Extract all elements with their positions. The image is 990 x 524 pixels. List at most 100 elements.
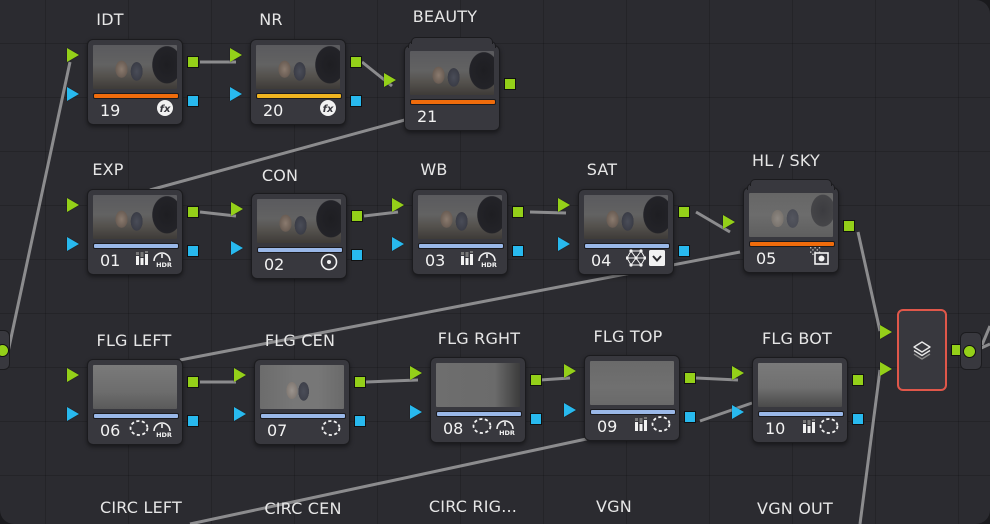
key-output-flgtop[interactable] — [684, 411, 696, 423]
rgb-input-flgbot[interactable] — [732, 366, 744, 380]
rgb-output-exp[interactable] — [187, 206, 199, 218]
rgb-input-con[interactable] — [231, 202, 243, 216]
key-input-con[interactable] — [231, 241, 243, 255]
rgb-input-sat[interactable] — [558, 198, 570, 212]
rgb-input-wb[interactable] — [392, 198, 404, 212]
connection-wire-6[interactable] — [529, 210, 567, 215]
connection-wire-11[interactable] — [539, 376, 571, 382]
node-number: 02 — [264, 255, 285, 274]
key-output-flgcen[interactable] — [354, 415, 366, 427]
key-output-flgbot[interactable] — [852, 413, 864, 425]
key-input-idt[interactable] — [67, 87, 79, 101]
key-output-sat[interactable] — [678, 245, 690, 257]
node-flgtop[interactable]: 09 — [584, 355, 680, 441]
rgb-output-flgtop[interactable] — [684, 372, 696, 384]
key-output-wb[interactable] — [512, 245, 524, 257]
node-flgbot[interactable]: 10 — [752, 357, 848, 443]
rgb-input-flgcen[interactable] — [234, 368, 246, 382]
key-input-flgleft[interactable] — [67, 407, 79, 421]
node-label-bottom-2: CIRC RIG... — [428, 497, 518, 516]
node-hlsky[interactable]: 05 — [743, 179, 839, 273]
node-flgrght[interactable]: 08 HDR — [430, 357, 526, 443]
connection-wire-10[interactable] — [365, 378, 419, 384]
node-number: 09 — [597, 417, 618, 436]
connection-wire-0[interactable] — [6, 61, 72, 353]
key-input-exp[interactable] — [67, 237, 79, 251]
checkbox-icon — [649, 250, 665, 270]
rgb-output-sat[interactable] — [678, 206, 690, 218]
rgb-output-idt[interactable] — [187, 56, 199, 68]
power-window-icon — [651, 415, 671, 437]
rgb-input-flgleft[interactable] — [67, 368, 79, 382]
rgb-input-hlsky[interactable] — [723, 215, 735, 229]
rgb-output-beauty[interactable] — [504, 78, 516, 90]
mixer-input-2[interactable] — [880, 362, 892, 376]
key-input-flgcen[interactable] — [234, 407, 246, 421]
layer-mixer-node[interactable] — [897, 309, 947, 391]
key-input-flgtop[interactable] — [564, 403, 576, 417]
rgb-input-exp[interactable] — [67, 198, 79, 212]
key-output-flgrght[interactable] — [530, 413, 542, 425]
node-label-idt: IDT — [96, 10, 124, 29]
rgb-output-wb[interactable] — [512, 206, 524, 218]
curves-bars-icon — [802, 418, 816, 438]
rgb-output-flgrght[interactable] — [530, 374, 542, 386]
svg-text:fx: fx — [323, 104, 334, 115]
node-thumbnail — [256, 45, 340, 89]
connection-wire-5[interactable] — [363, 210, 399, 218]
rgb-input-flgrght[interactable] — [410, 366, 422, 380]
node-number: 05 — [756, 249, 777, 268]
output-input-port[interactable] — [963, 345, 976, 358]
rgb-output-flgleft[interactable] — [187, 376, 199, 388]
node-status-bar — [590, 409, 676, 415]
connection-wire-14[interactable] — [699, 401, 753, 423]
key-output-exp[interactable] — [187, 245, 199, 257]
node-tool-icons — [810, 247, 830, 269]
node-number: 19 — [100, 101, 121, 120]
node-con[interactable]: 02 — [251, 193, 347, 279]
connection-wire-17[interactable] — [980, 325, 990, 346]
key-output-con[interactable] — [351, 249, 363, 261]
key-input-nr[interactable] — [230, 87, 242, 101]
rgb-output-nr[interactable] — [350, 56, 362, 68]
connection-wire-15[interactable] — [856, 231, 882, 332]
node-flgcen[interactable]: 07 — [254, 359, 350, 445]
key-output-nr[interactable] — [350, 95, 362, 107]
rgb-output-hlsky[interactable] — [843, 220, 855, 232]
key-input-flgbot[interactable] — [732, 405, 744, 419]
qualifier-icon — [810, 247, 830, 269]
rgb-output-con[interactable] — [351, 210, 363, 222]
node-label-bottom-1: CIRC CEN — [264, 499, 342, 518]
connection-wire-16[interactable] — [858, 369, 882, 524]
node-label-flgbot: FLG BOT — [761, 329, 833, 348]
key-output-idt[interactable] — [187, 95, 199, 107]
node-sat[interactable]: 04 — [578, 189, 674, 275]
connection-wire-13[interactable] — [189, 436, 592, 524]
node-status-bar — [749, 241, 835, 247]
node-label-flgcen: FLG CEN — [264, 331, 336, 350]
node-exp[interactable]: 01 HDR — [87, 189, 183, 275]
rgb-input-flgtop[interactable] — [564, 364, 576, 378]
key-input-flgrght[interactable] — [410, 405, 422, 419]
node-beauty[interactable]: 21 — [404, 37, 500, 131]
key-output-flgleft[interactable] — [187, 415, 199, 427]
node-label-flgtop: FLG TOP — [593, 327, 663, 346]
node-flgleft[interactable]: 06 HDR — [87, 359, 183, 445]
hdr-wheel-icon: HDR — [495, 416, 517, 440]
node-label-sat: SAT — [586, 160, 618, 179]
rgb-input-nr[interactable] — [230, 48, 242, 62]
node-idt[interactable]: 19 fx — [87, 39, 183, 125]
source-output-port[interactable] — [0, 344, 9, 357]
rgb-input-idt[interactable] — [67, 48, 79, 62]
key-input-wb[interactable] — [392, 237, 404, 251]
rgb-output-flgcen[interactable] — [354, 376, 366, 388]
node-tool-icons: fx — [319, 100, 337, 119]
rgb-output-flgbot[interactable] — [852, 374, 864, 386]
mixer-input-1[interactable] — [880, 325, 892, 339]
node-nr[interactable]: 20 fx — [250, 39, 346, 125]
hdr-wheel-icon: HDR — [152, 418, 174, 442]
node-wb[interactable]: 03 HDR — [412, 189, 508, 275]
key-input-sat[interactable] — [558, 237, 570, 251]
rgb-input-beauty[interactable] — [384, 73, 396, 87]
